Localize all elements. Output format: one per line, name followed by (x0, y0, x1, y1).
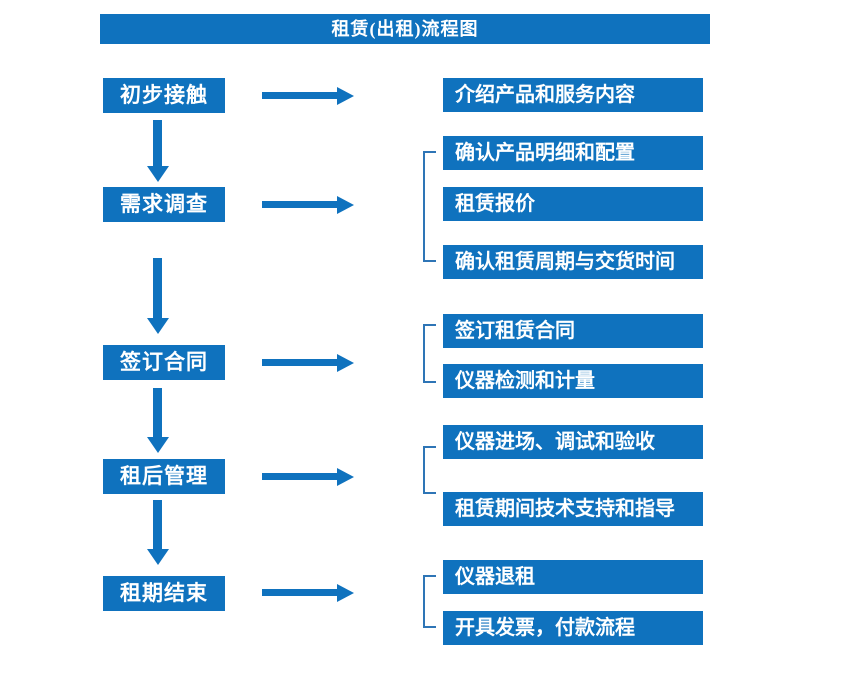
arrow-right-icon (262, 583, 354, 602)
arrow-down-icon (146, 120, 169, 182)
output-box: 确认租赁周期与交货时间 (443, 245, 703, 279)
arrow-right-icon (262, 195, 354, 214)
step-box-demand-survey: 需求调查 (103, 187, 225, 222)
group-bracket (423, 151, 436, 262)
output-box: 开具发票，付款流程 (443, 611, 703, 645)
arrow-right-icon (262, 353, 354, 372)
arrow-right-icon (262, 86, 354, 105)
output-box: 仪器进场、调试和验收 (443, 425, 703, 459)
step-box-rental-end: 租期结束 (103, 576, 225, 611)
group-bracket (423, 446, 436, 494)
page-title: 租赁(出租)流程图 (100, 14, 710, 44)
step-box-post-rental-management: 租后管理 (103, 459, 225, 494)
output-box: 确认产品明细和配置 (443, 136, 703, 170)
output-box: 介绍产品和服务内容 (443, 78, 703, 112)
output-box: 仪器检测和计量 (443, 364, 703, 398)
arrow-right-icon (262, 467, 354, 486)
group-bracket (423, 575, 436, 628)
output-box: 签订租赁合同 (443, 314, 703, 348)
output-box: 租赁期间技术支持和指导 (443, 492, 703, 526)
arrow-down-icon (146, 388, 169, 453)
step-box-initial-contact: 初步接触 (103, 78, 225, 113)
output-box: 仪器退租 (443, 560, 703, 594)
arrow-down-icon (146, 500, 169, 565)
group-bracket (423, 324, 436, 383)
output-box: 租赁报价 (443, 187, 703, 221)
arrow-down-icon (146, 258, 169, 334)
step-box-sign-contract: 签订合同 (103, 345, 225, 380)
